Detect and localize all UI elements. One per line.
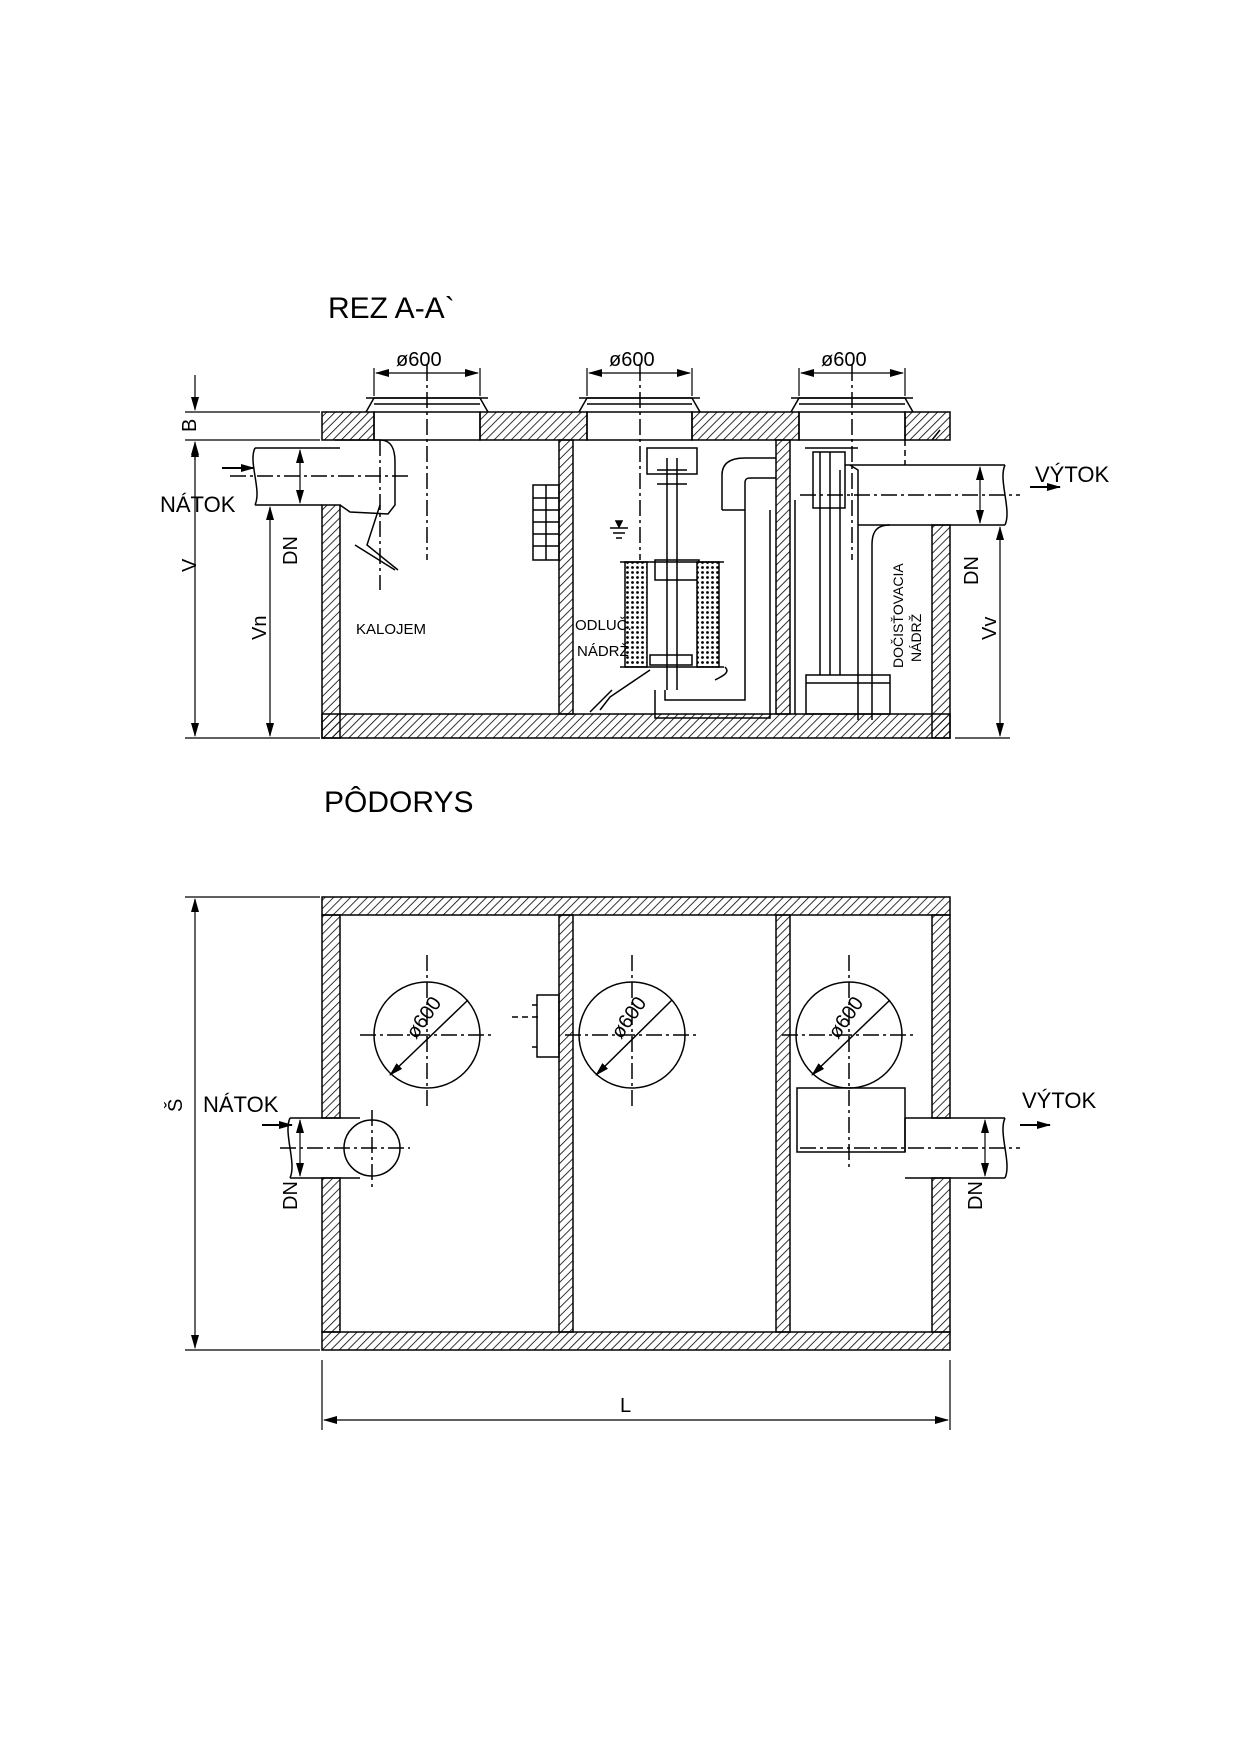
plan-manhole-1-diameter: ø600 <box>402 993 446 1043</box>
chamber-3-label-line2: NÁDRŽ <box>908 613 924 662</box>
chamber-1-label: KALOJEM <box>356 621 426 638</box>
plan-dims <box>185 896 989 1430</box>
plan-view <box>185 896 1051 1430</box>
dim-l-label: L <box>620 1395 631 1417</box>
section-height-dims <box>185 375 1010 739</box>
section-title: REZ A-A` <box>328 292 455 325</box>
section-outflow-label: VÝTOK <box>1035 462 1110 487</box>
plan-manhole-3-diameter: ø600 <box>824 993 868 1043</box>
manhole-1-diameter: ø600 <box>396 349 442 371</box>
dim-dn-outlet-label: DN <box>961 556 983 585</box>
plan-outlet <box>796 1087 1020 1179</box>
plan-inflow-label: NÁTOK <box>203 1092 279 1117</box>
chamber-2-label-line2: NÁDRŽ <box>577 643 629 660</box>
inlet-pipe <box>230 439 410 590</box>
plan-title: PÔDORYS <box>324 785 474 819</box>
plan-manhole-2-diameter: ø600 <box>607 993 651 1043</box>
section-inflow-label: NÁTOK <box>160 492 236 517</box>
section-view <box>185 365 1061 739</box>
plan-dim-dn-inlet: DN <box>280 1181 302 1210</box>
section-manholes <box>365 365 914 560</box>
dim-vn-label: Vn <box>249 616 271 640</box>
chamber-2-label-line1: ODLUČ. <box>575 617 632 634</box>
section-diameter-dims <box>373 368 906 396</box>
manhole-3-diameter: ø600 <box>821 349 867 371</box>
transfer-pipe <box>654 457 776 719</box>
chamber-1-outlet-box <box>532 484 560 561</box>
dim-dn-inlet-label: DN <box>280 536 302 565</box>
outlet-structure <box>794 429 1020 720</box>
separator-internals <box>589 447 728 713</box>
plan-dim-dn-outlet: DN <box>965 1181 987 1210</box>
dim-s-label: Š <box>164 1099 187 1112</box>
plan-outflow-label: VÝTOK <box>1022 1088 1097 1113</box>
dim-vv-label: Vv <box>979 617 1001 640</box>
dim-v-label: V <box>179 558 201 572</box>
manhole-2-diameter: ø600 <box>609 349 655 371</box>
plan-manholes <box>360 955 915 1170</box>
plan-walls <box>321 896 951 1351</box>
dim-b-label: B <box>179 419 201 432</box>
chamber-3-label-line1: DOČISŤOVACIA <box>890 563 906 668</box>
plan-outlet-box <box>512 994 560 1058</box>
